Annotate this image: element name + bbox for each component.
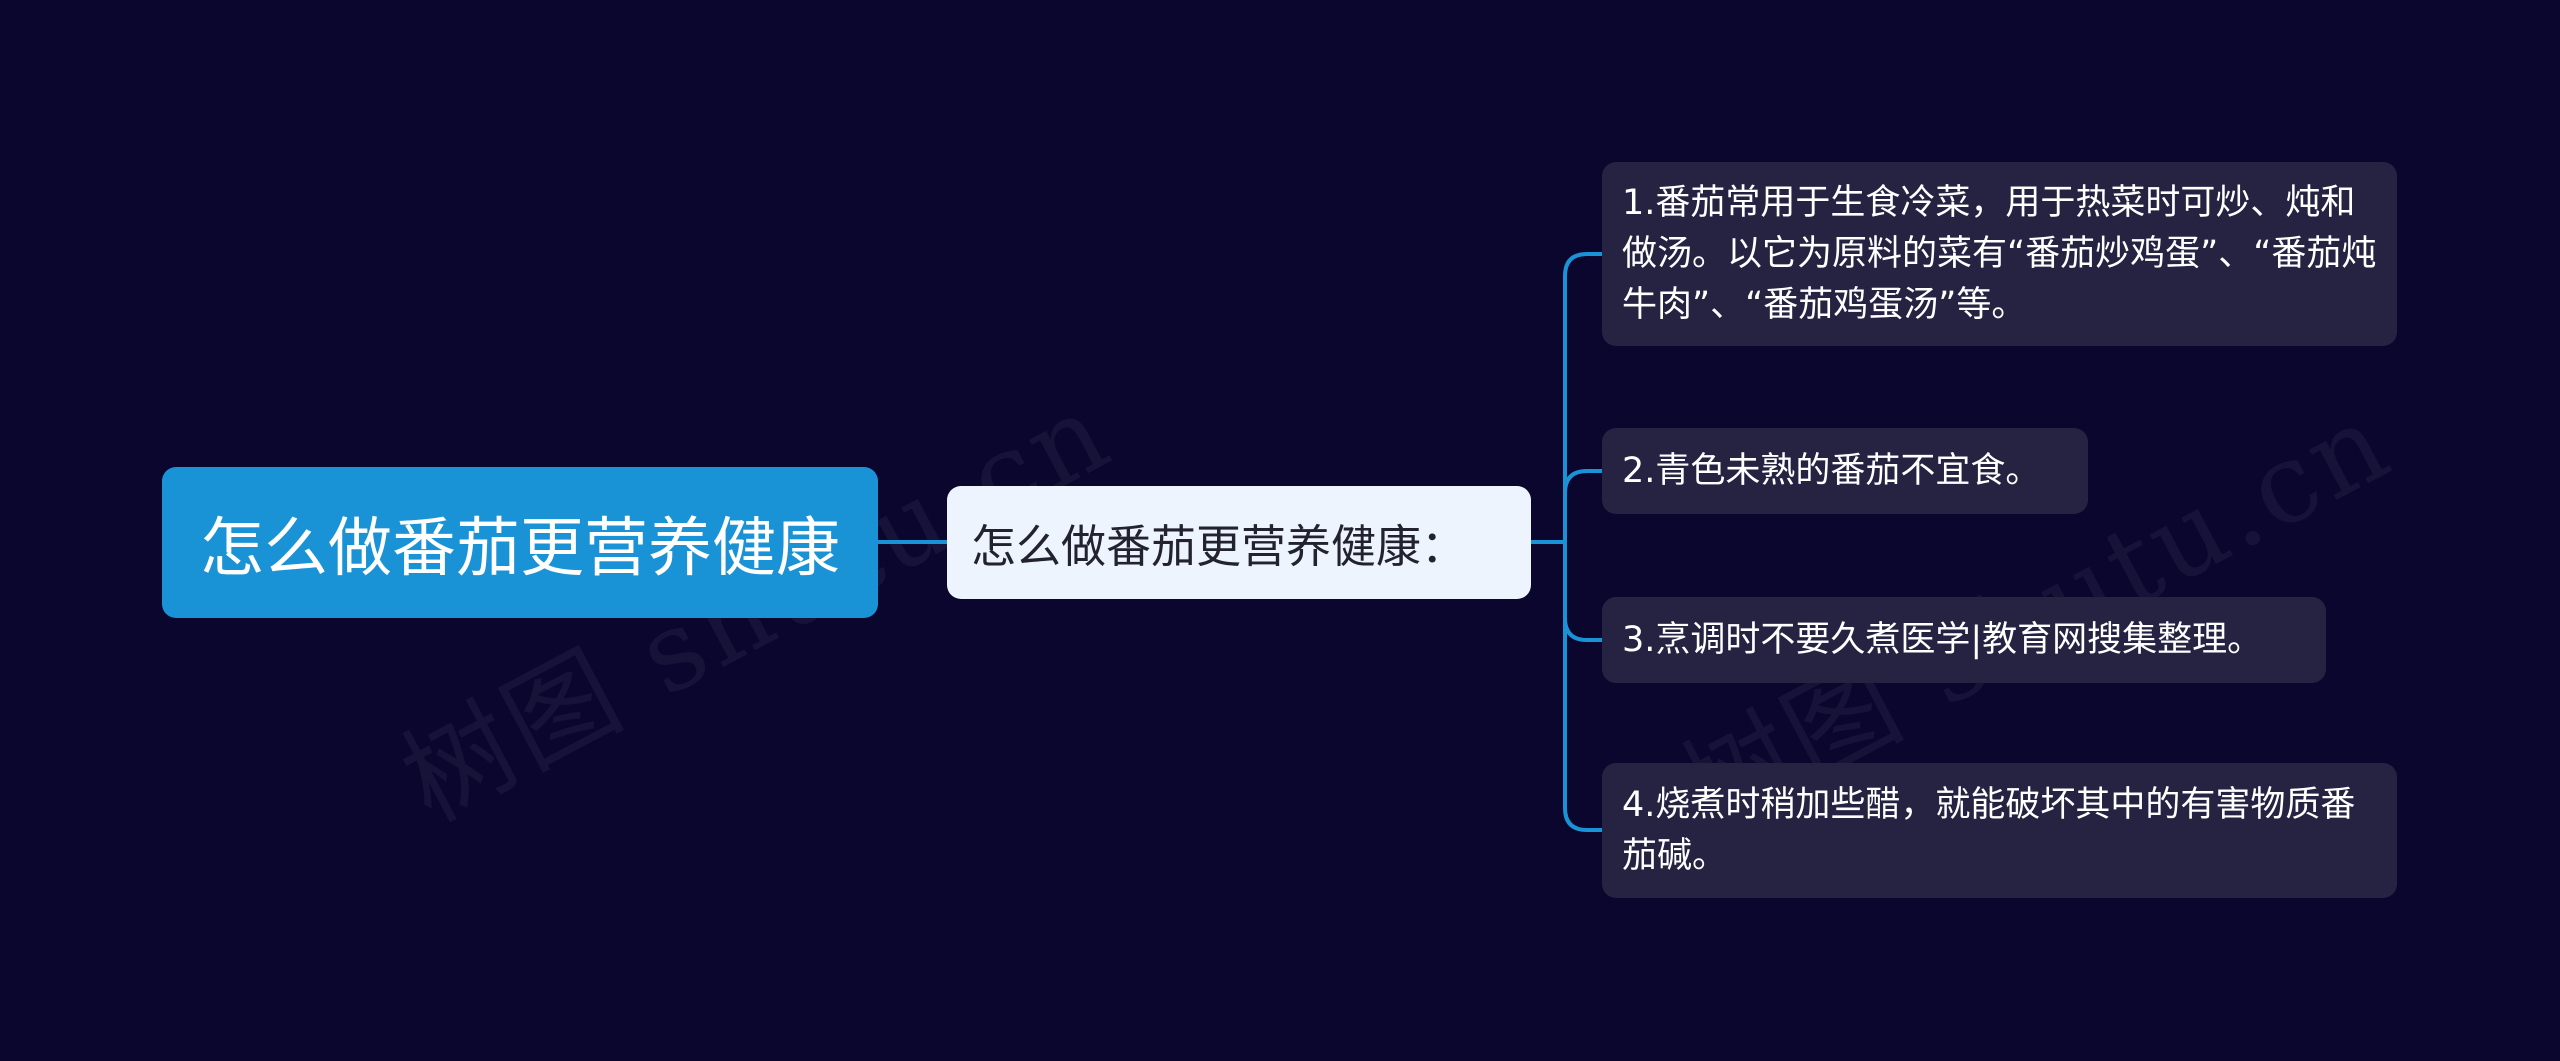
connector-leaf-4 — [1563, 540, 1604, 832]
leaf-node-2[interactable]: 2.青色未熟的番茄不宜食。 — [1602, 428, 2088, 514]
topic-node[interactable]: 怎么做番茄更营养健康： — [947, 486, 1531, 599]
connector-leaf-3 — [1563, 540, 1604, 642]
root-node[interactable]: 怎么做番茄更营养健康 — [162, 467, 878, 618]
leaf-node-label: 3.烹调时不要久煮医学|教育网搜集整理。 — [1622, 619, 2263, 660]
leaf-node-3[interactable]: 3.烹调时不要久煮医学|教育网搜集整理。 — [1602, 597, 2326, 683]
leaf-node-label: 1.番茄常用于生食冷菜，用于热菜时可炒、炖和做汤。以它为原料的菜有“番茄炒鸡蛋”… — [1622, 182, 2377, 325]
leaf-node-4[interactable]: 4.烧煮时稍加些醋，就能破坏其中的有害物质番茄碱。 — [1602, 763, 2397, 898]
connector-leaf-1 — [1563, 252, 1604, 544]
leaf-node-label: 2.青色未熟的番茄不宜食。 — [1622, 450, 2041, 491]
root-node-label: 怎么做番茄更营养健康 — [200, 511, 840, 586]
topic-node-label: 怎么做番茄更营养健康： — [971, 520, 1467, 573]
connector-leaf-2 — [1563, 469, 1604, 544]
leaf-node-1[interactable]: 1.番茄常用于生食冷菜，用于热菜时可炒、炖和做汤。以它为原料的菜有“番茄炒鸡蛋”… — [1602, 162, 2397, 346]
leaf-node-label: 4.烧煮时稍加些醋，就能破坏其中的有害物质番茄碱。 — [1622, 784, 2356, 876]
